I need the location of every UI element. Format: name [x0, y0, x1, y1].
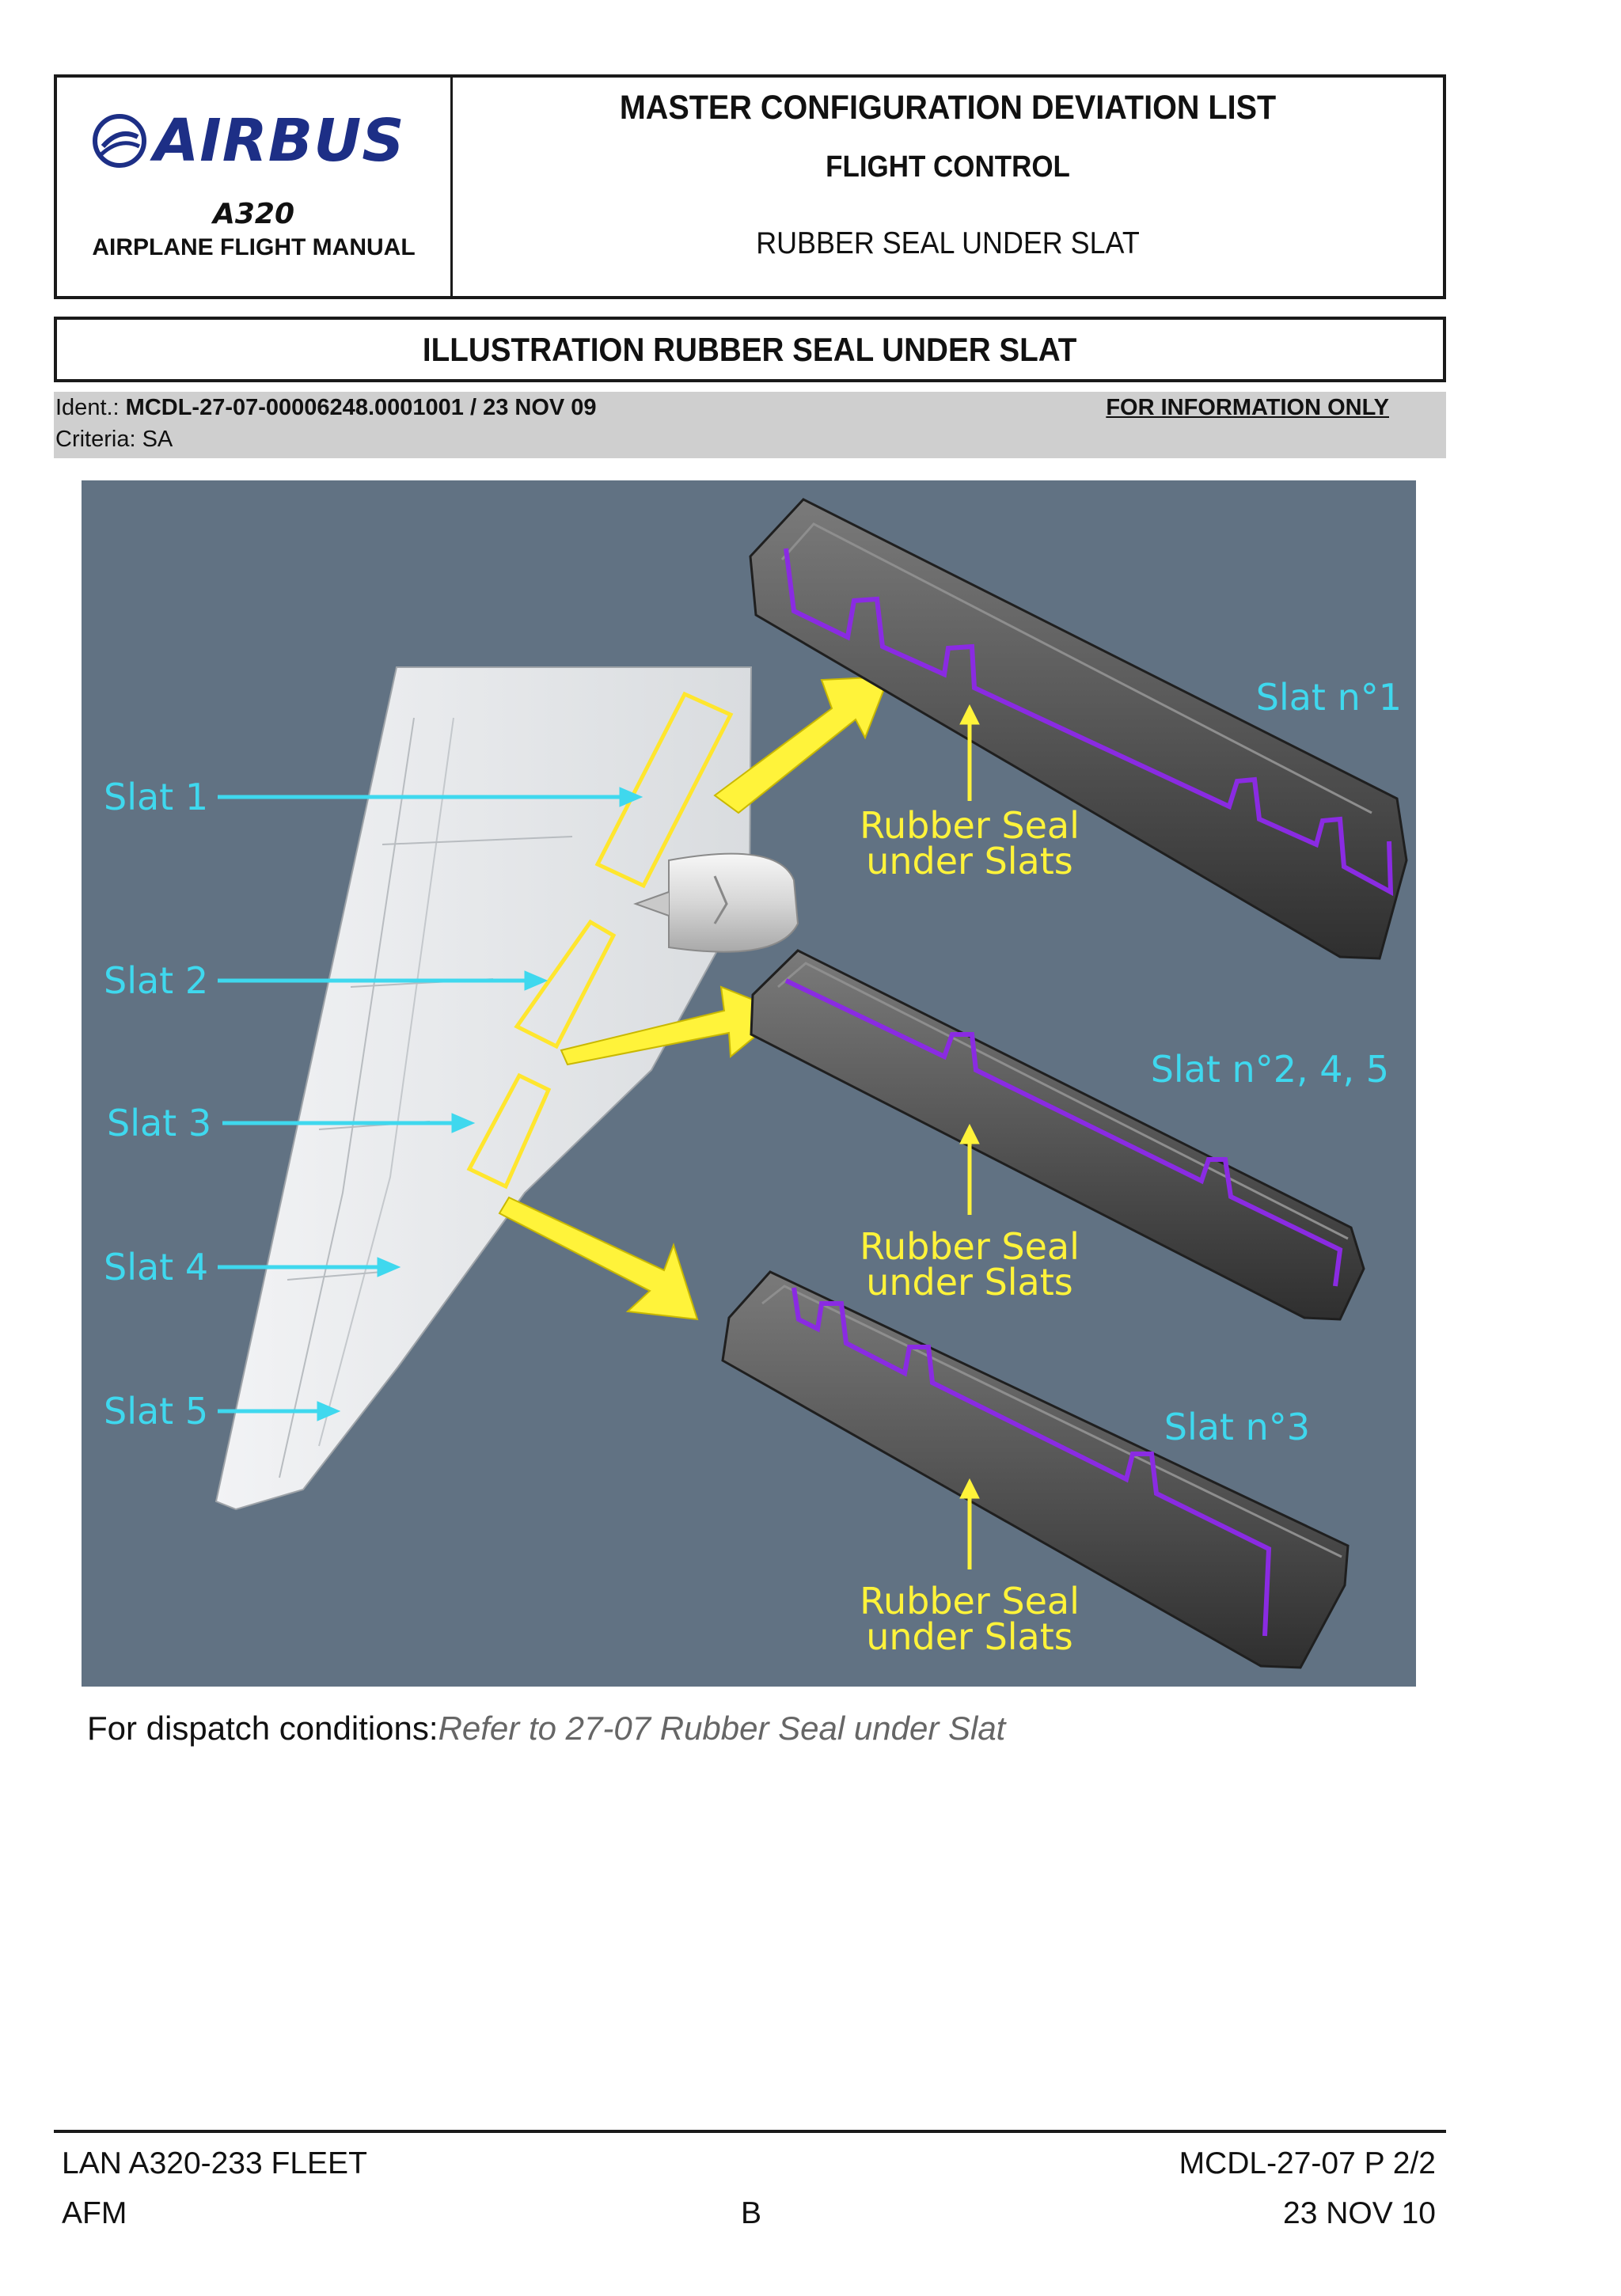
document-header: AIRBUS A320 AIRPLANE FLIGHT MANUAL MASTE… [54, 74, 1446, 299]
ident-bar: Ident.: MCDL-27-07-00006248.0001001 / 23… [54, 392, 1446, 458]
slat-3-arrow-icon [451, 1113, 476, 1133]
ident-label: Ident.: [55, 395, 126, 420]
seal-arrow-3-icon [959, 1478, 980, 1499]
panel-title-slat-3: Slat n°3 [1164, 1406, 1310, 1448]
callout-arrow-slat-3-icon [498, 1196, 699, 1321]
slat-1-highlight [594, 691, 734, 889]
airbus-logo: AIRBUS [92, 101, 424, 180]
manual-name: AIRPLANE FLIGHT MANUAL [92, 234, 416, 260]
document-title: MASTER CONFIGURATION DEVIATION LIST [619, 89, 1277, 127]
slat-label-1: Slat 1 [104, 776, 208, 818]
slat-5-arrow-icon [317, 1401, 341, 1421]
panel-titles: Slat n°1 Slat n°2, 4, 5 Slat n°3 [1151, 676, 1402, 1448]
illustration-title: ILLUSTRATION RUBBER SEAL UNDER SLAT [423, 331, 1077, 368]
seal-label-3-line1: Rubber Seal [860, 1580, 1080, 1622]
footer-fleet: LAN A320-233 FLEET [62, 2146, 367, 2180]
slat-1-arrow-icon [619, 787, 643, 807]
callout-arrow-slat-1-icon [713, 675, 890, 814]
slat-label-5: Slat 5 [104, 1390, 208, 1433]
slat-pointer-arrows [218, 787, 643, 1421]
seal-label-1-line2: under Slats [866, 840, 1073, 882]
slat-labels: Slat 1 Slat 2 Slat 3 Slat 4 Slat 5 [104, 776, 211, 1433]
seal-arrow-2-icon [959, 1123, 980, 1144]
slat-1-seal [784, 548, 1394, 897]
aircraft-model: A320 [212, 198, 294, 230]
slat-2-highlight [514, 919, 617, 1049]
slat-2-panel [750, 949, 1365, 1321]
slat-3-seal [792, 1287, 1272, 1637]
header-title-cell: MASTER CONFIGURATION DEVIATION LIST FLIG… [453, 78, 1443, 296]
airbus-swirl-icon [93, 114, 146, 168]
footer-date: 23 NOV 10 [1283, 2196, 1436, 2230]
slat-label-4: Slat 4 [104, 1246, 208, 1288]
slat-2-arrow-icon [524, 970, 549, 991]
seal-callouts: Rubber Seal under Slats Rubber Seal unde… [860, 704, 1080, 1658]
engine-nacelle [633, 852, 799, 953]
brand-name: AIRBUS [154, 107, 405, 175]
seal-arrow-1-icon [959, 704, 980, 725]
illustration-title-box: ILLUSTRATION RUBBER SEAL UNDER SLAT [54, 317, 1446, 382]
seal-label-2-line1: Rubber Seal [860, 1225, 1080, 1268]
ident-value: MCDL-27-07-00006248.0001001 / 23 NOV 09 [125, 395, 597, 420]
illustration-svg: Slat 1 Slat 2 Slat 3 Slat 4 Slat 5 [82, 480, 1416, 1687]
slat-seal-illustration: Slat 1 Slat 2 Slat 3 Slat 4 Slat 5 [82, 480, 1416, 1687]
slat-2-seal [784, 978, 1343, 1287]
dispatch-conditions: For dispatch conditions:Refer to 27-07 R… [87, 1710, 1005, 1748]
seal-label-1-line1: Rubber Seal [860, 804, 1080, 847]
slat-label-3: Slat 3 [107, 1102, 211, 1144]
seal-label-3-line2: under Slats [866, 1615, 1073, 1658]
criteria-line: Criteria: SA [55, 427, 173, 452]
header-brand-cell: AIRBUS A320 AIRPLANE FLIGHT MANUAL [57, 78, 453, 296]
panel-title-slat-1: Slat n°1 [1256, 676, 1402, 719]
dispatch-label: For dispatch conditions: [87, 1710, 438, 1747]
footer-divider [54, 2130, 1446, 2133]
slat-3-panel [721, 1270, 1350, 1669]
panel-title-slat-2-4-5: Slat n°2, 4, 5 [1151, 1048, 1389, 1091]
slat-4-arrow-icon [377, 1257, 401, 1277]
slat-1-panel [749, 498, 1408, 960]
seal-label-2-line2: under Slats [866, 1261, 1073, 1304]
wing-slat-highlights [466, 691, 734, 1190]
info-status: FOR INFORMATION ONLY [1106, 395, 1389, 420]
slat-3-highlight [466, 1072, 552, 1190]
dispatch-reference-link[interactable]: Refer to 27-07 Rubber Seal under Slat [438, 1710, 1006, 1747]
callout-arrows [498, 675, 890, 1321]
slat-label-2: Slat 2 [104, 959, 208, 1002]
footer-revision: B [741, 2196, 762, 2230]
chapter-title: FLIGHT CONTROL [826, 150, 1070, 184]
ident-line: Ident.: MCDL-27-07-00006248.0001001 / 23… [55, 395, 597, 421]
footer-page: MCDL-27-07 P 2/2 [1179, 2146, 1436, 2180]
topic-title: RUBBER SEAL UNDER SLAT [756, 226, 1140, 260]
footer-doc: AFM [62, 2196, 127, 2230]
